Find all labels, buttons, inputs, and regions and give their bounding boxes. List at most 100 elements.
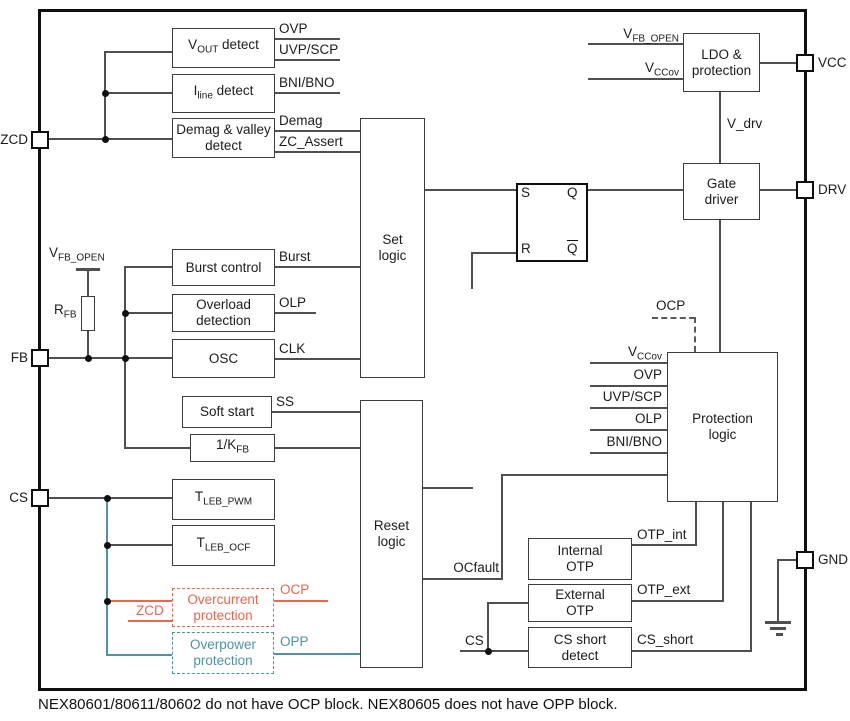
wire-gnd-v bbox=[777, 559, 779, 622]
signal-ocfault: OCfault bbox=[453, 560, 499, 575]
block-protection-logic: Protection logic bbox=[667, 352, 778, 502]
pin-vcc bbox=[796, 54, 814, 72]
wire-vcc-out bbox=[760, 62, 797, 64]
signal-prot-olp: OLP bbox=[634, 411, 662, 426]
signal-vfb-open-ldo: VFB_OPEN bbox=[623, 26, 679, 45]
signal-prot-bni-bno: BNI/BNO bbox=[606, 434, 662, 449]
vfb-open-rail bbox=[76, 268, 100, 271]
junction-dot bbox=[102, 90, 109, 97]
wire-gnd-h bbox=[778, 559, 797, 561]
wire-vout-in bbox=[104, 51, 172, 53]
block-gate-driver: Gate driver bbox=[683, 163, 760, 220]
block-1-kfb: 1/KFB bbox=[190, 434, 275, 462]
signal-demag: Demag bbox=[279, 113, 323, 128]
block-ldo-protection: LDO & protection bbox=[683, 33, 760, 92]
pin-drv bbox=[796, 181, 814, 199]
pin-gnd-label: GND bbox=[818, 552, 848, 567]
wire-vccov-ldo bbox=[588, 78, 683, 80]
signal-vccov-ldo: VCCov bbox=[644, 60, 679, 79]
wire-tlebocf-in bbox=[106, 544, 172, 546]
wire-clk-out bbox=[275, 358, 360, 360]
block-label: logic bbox=[377, 534, 406, 549]
block-overcurrent-protection: Overcurrent protection bbox=[172, 588, 274, 627]
pin-zcd bbox=[31, 131, 49, 149]
pin-zcd-label: ZCD bbox=[0, 132, 28, 147]
block-set-logic: Set logic bbox=[360, 118, 425, 378]
pin-fb bbox=[31, 349, 49, 367]
wire-overload-in bbox=[124, 312, 172, 314]
signal-rfb: RFB bbox=[54, 302, 77, 321]
junction-dot bbox=[122, 355, 129, 362]
signal-bni-bno: BNI/BNO bbox=[279, 75, 335, 90]
signal-ss: SS bbox=[276, 394, 295, 409]
block-label: Reset bbox=[373, 518, 410, 533]
block-vout-detect: VOUT detect bbox=[172, 28, 275, 68]
block-label: Internal bbox=[557, 543, 603, 558]
signal-otp-int: OTP_int bbox=[637, 527, 687, 542]
wire-q-to-driver bbox=[588, 189, 683, 191]
block-demag-valley-detect: Demag & valley detect bbox=[172, 118, 275, 158]
junction-dot bbox=[104, 542, 111, 549]
ground-bar-1 bbox=[765, 621, 791, 624]
block-tleb-ocf: TLEB_OCF bbox=[172, 525, 275, 566]
block-label: logic bbox=[378, 248, 407, 263]
block-label: detect bbox=[205, 138, 242, 153]
block-label: Demag & valley bbox=[176, 122, 271, 137]
wire-csshort-h bbox=[632, 650, 752, 652]
signal-burst: Burst bbox=[279, 249, 311, 264]
junction-dot bbox=[122, 310, 129, 317]
block-label: protection bbox=[193, 653, 253, 668]
block-iline-detect: Iline detect bbox=[172, 74, 275, 113]
wire-ocfault-2 bbox=[501, 474, 503, 580]
signal-uvp-scp: UVP/SCP bbox=[279, 42, 339, 57]
junction-dot bbox=[104, 495, 111, 502]
signal-zcd-red: ZCD bbox=[136, 603, 164, 618]
signal-otp-ext: OTP_ext bbox=[637, 582, 691, 597]
block-label: Set bbox=[382, 232, 403, 247]
block-label: OTP bbox=[566, 559, 594, 574]
signal-cs-short: CS_short bbox=[637, 632, 694, 647]
wire-drv-out bbox=[760, 189, 797, 191]
wire-uvpscp-stub bbox=[275, 59, 340, 61]
ground-bar-2 bbox=[770, 627, 786, 630]
block-overload-detection: Overload detection bbox=[172, 294, 275, 332]
block-label: VOUT detect bbox=[188, 37, 259, 56]
junction-dot bbox=[102, 136, 109, 143]
block-label: Burst control bbox=[185, 259, 262, 275]
signal-prot-ovp: OVP bbox=[633, 367, 662, 382]
wire-prot-uvpscp bbox=[590, 407, 667, 409]
block-internal-otp: Internal OTP bbox=[528, 538, 632, 580]
junction-dot bbox=[85, 355, 92, 362]
block-burst-control: Burst control bbox=[172, 249, 275, 286]
wire-ocp-out bbox=[274, 600, 328, 602]
wire-zcd-red-stub bbox=[128, 620, 172, 622]
wire-zcd-in bbox=[49, 138, 172, 140]
wire-kfb-out bbox=[275, 447, 360, 449]
block-sr-latch bbox=[516, 183, 588, 262]
wire-vfbopen-ldo bbox=[588, 43, 683, 45]
junction-dot bbox=[485, 648, 492, 655]
block-label: Overload bbox=[196, 297, 251, 312]
block-label: External bbox=[555, 587, 605, 602]
rfb-resistor bbox=[81, 296, 95, 331]
wire-csnet-stub bbox=[460, 650, 528, 652]
wire-otpint-v bbox=[695, 502, 697, 546]
block-cs-short-detect: CS short detect bbox=[528, 627, 632, 668]
wire-iline-in bbox=[104, 92, 172, 94]
block-label: 1/KFB bbox=[215, 437, 250, 456]
block-label: OSC bbox=[208, 350, 239, 366]
block-label: Gate bbox=[706, 175, 737, 191]
wire-cs-trunk bbox=[106, 497, 108, 656]
latch-s-label: S bbox=[521, 185, 531, 200]
block-label: logic bbox=[708, 427, 737, 442]
wire-ocfault-1 bbox=[423, 578, 503, 580]
block-label: OTP bbox=[566, 603, 594, 618]
wire-otpext-v bbox=[722, 502, 724, 602]
wire-prot-olp bbox=[590, 429, 667, 431]
pin-fb-label: FB bbox=[10, 350, 28, 365]
block-label: detect bbox=[561, 647, 599, 663]
wire-bnibno-stub bbox=[275, 92, 340, 94]
pin-drv-label: DRV bbox=[818, 182, 847, 197]
wire-rfb-top bbox=[87, 270, 89, 296]
